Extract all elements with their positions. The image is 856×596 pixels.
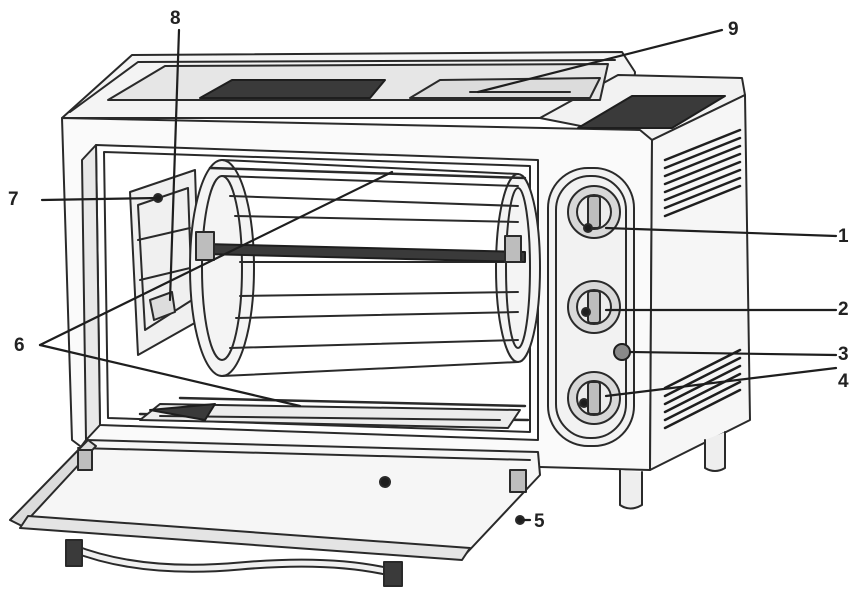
- callout-8: 8: [170, 8, 181, 29]
- callout-6: 6: [14, 335, 25, 356]
- door-handle[interactable]: [65, 539, 403, 587]
- leader-6b: [38, 343, 302, 408]
- callout-4: 4: [838, 371, 849, 392]
- leader-6a: [38, 170, 394, 347]
- leader-7: [40, 196, 160, 202]
- leader-3: [628, 350, 838, 357]
- leader-lines: [38, 28, 838, 522]
- callout-7: 7: [8, 189, 19, 210]
- leader-4: [604, 366, 838, 398]
- top-heating-tray: [107, 63, 609, 101]
- callout-9: 9: [728, 19, 739, 40]
- leader-1: [604, 226, 838, 238]
- indicator-light: [613, 343, 631, 361]
- leader-8: [168, 28, 181, 302]
- callout-3: 3: [838, 344, 849, 365]
- leader-9: [476, 28, 724, 94]
- oven-door: [9, 439, 541, 561]
- crumb-tray: [139, 403, 521, 429]
- callout-5: 5: [534, 511, 545, 532]
- function-knob[interactable]: [567, 371, 621, 425]
- callout-1: 1: [838, 226, 849, 247]
- timer-knob[interactable]: [567, 185, 621, 239]
- temperature-knob[interactable]: [567, 280, 621, 334]
- rotisserie-basket: [189, 159, 541, 377]
- callout-2: 2: [838, 299, 849, 320]
- top-vent: [577, 95, 726, 129]
